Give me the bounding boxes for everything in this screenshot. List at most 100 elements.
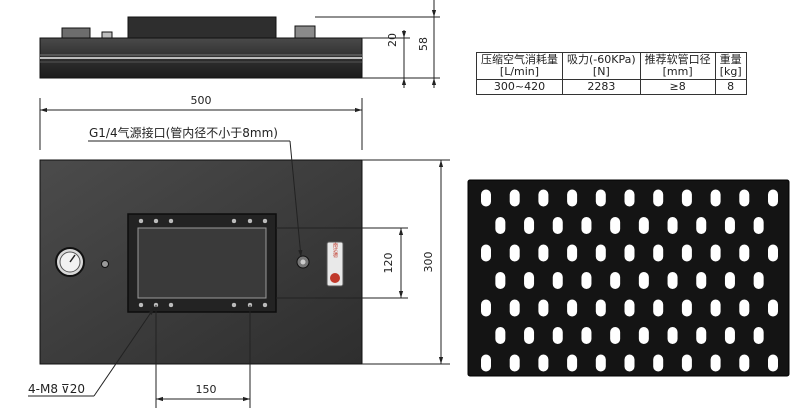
perforation-slot xyxy=(638,272,649,289)
perforation-slot xyxy=(624,299,635,317)
perforation-slot xyxy=(710,354,721,372)
perforation-slot xyxy=(581,327,592,344)
perforation-slot xyxy=(724,327,735,344)
perforation-slot xyxy=(567,189,578,207)
perforation-slot xyxy=(739,299,750,317)
header-weight: 重量[kg] xyxy=(714,52,747,80)
perforation-slot xyxy=(509,189,520,207)
perforation-slot xyxy=(653,299,664,317)
perforation-slot xyxy=(753,327,764,344)
perforation-slot xyxy=(509,354,520,372)
dim-port-120: 120 xyxy=(382,253,395,274)
bottom-view-perforated-plate xyxy=(467,179,790,377)
perforation-slot xyxy=(524,217,535,234)
spec-table-value-row: 300~420 2283 ≥8 8 xyxy=(476,79,747,95)
perforation-slot xyxy=(538,354,549,372)
svg-text:南达德: 南达德 xyxy=(332,242,338,259)
perforation-slot xyxy=(509,244,520,262)
perforation-slot xyxy=(595,354,606,372)
air-port-leader xyxy=(88,140,303,258)
perforation-slot xyxy=(653,354,664,372)
perforation-slot xyxy=(681,354,692,372)
perforation-slot xyxy=(509,299,520,317)
header-suction-force: 吸力(-60KPa)[N] xyxy=(562,52,641,80)
width-dimension xyxy=(39,98,363,150)
perforation-slot xyxy=(552,272,563,289)
perforation-slot xyxy=(768,189,778,207)
value-air-consumption: 300~420 xyxy=(476,79,563,95)
perforation-slot xyxy=(624,189,635,207)
perforation-slot xyxy=(538,189,549,207)
perforation-slot xyxy=(667,272,678,289)
spec-table: 压缩空气消耗量[L/min] 吸力(-60KPa)[N] 推荐软管口径[mm] … xyxy=(476,52,747,95)
perforation-slot xyxy=(610,327,621,344)
perforation-slot xyxy=(681,299,692,317)
perforation-slot xyxy=(552,217,563,234)
top-view: 南达德 xyxy=(39,159,363,365)
dim-side-20: 20 xyxy=(386,33,399,47)
dim-width-500: 500 xyxy=(191,94,212,107)
perforation-slot xyxy=(739,189,750,207)
perforation-slot xyxy=(739,244,750,262)
side-view xyxy=(39,16,363,79)
perforation-slot xyxy=(653,244,664,262)
mount-hole-note: 4-M8⊽20 xyxy=(28,382,85,396)
perforation-slot xyxy=(610,217,621,234)
vacuum-flange xyxy=(127,213,277,313)
perforation-slot xyxy=(481,244,491,262)
perforation-slot xyxy=(667,217,678,234)
perforation-slot xyxy=(524,272,535,289)
perforation-slot xyxy=(538,299,549,317)
perforation-slot xyxy=(624,354,635,372)
perforation-slot xyxy=(696,272,707,289)
perforation-slot xyxy=(768,299,778,317)
height-dimensions xyxy=(276,159,450,365)
dim-height-300: 300 xyxy=(422,252,435,273)
perforation-slot xyxy=(595,299,606,317)
perforation-slot xyxy=(595,244,606,262)
perforation-slot xyxy=(739,354,750,372)
perforation-slot xyxy=(495,327,506,344)
perforation-slot xyxy=(595,189,606,207)
perforation-slot xyxy=(567,244,578,262)
dim-side-58: 58 xyxy=(417,37,430,51)
perforation-slot xyxy=(753,217,764,234)
perforation-slot xyxy=(610,272,621,289)
perforation-slot xyxy=(495,272,506,289)
perforation-slot xyxy=(552,327,563,344)
perforation-slot xyxy=(696,217,707,234)
air-port-note: G1/4气源接口(管内径不小于8mm) xyxy=(89,125,278,140)
perforation-slot xyxy=(710,189,721,207)
perforation-slot xyxy=(681,244,692,262)
perforation-slot xyxy=(667,327,678,344)
perforation-slot xyxy=(481,299,491,317)
perforation-slot xyxy=(681,189,692,207)
perforation-slot xyxy=(710,244,721,262)
perforation-slot xyxy=(638,217,649,234)
air-port-icon xyxy=(296,255,310,269)
perforation-slot xyxy=(696,327,707,344)
perforation-slot xyxy=(567,354,578,372)
hole-spacing-dimension xyxy=(155,305,251,408)
perforation-slot xyxy=(495,217,506,234)
header-hose-diameter: 推荐软管口径[mm] xyxy=(639,52,716,80)
perforation-slot xyxy=(538,244,549,262)
perforation-slot xyxy=(624,244,635,262)
spec-table-header-row: 压缩空气消耗量[L/min] 吸力(-60KPa)[N] 推荐软管口径[mm] … xyxy=(476,52,747,80)
brand-logo: 南达德 xyxy=(326,241,344,287)
perforation-slot xyxy=(653,189,664,207)
value-suction-force: 2283 xyxy=(562,79,641,95)
header-air-consumption: 压缩空气消耗量[L/min] xyxy=(476,52,563,80)
perforation-slot xyxy=(724,272,735,289)
side-dimensions xyxy=(315,0,440,88)
perforation-slot xyxy=(524,327,535,344)
pressure-gauge-icon xyxy=(55,247,85,277)
perforation-slot xyxy=(581,272,592,289)
perforation-slot xyxy=(481,354,491,372)
perforation-slot xyxy=(710,299,721,317)
perforation-slot xyxy=(768,244,778,262)
value-hose-diameter: ≥8 xyxy=(639,79,716,95)
perforation-slot xyxy=(638,327,649,344)
perforation-slot xyxy=(768,354,778,372)
